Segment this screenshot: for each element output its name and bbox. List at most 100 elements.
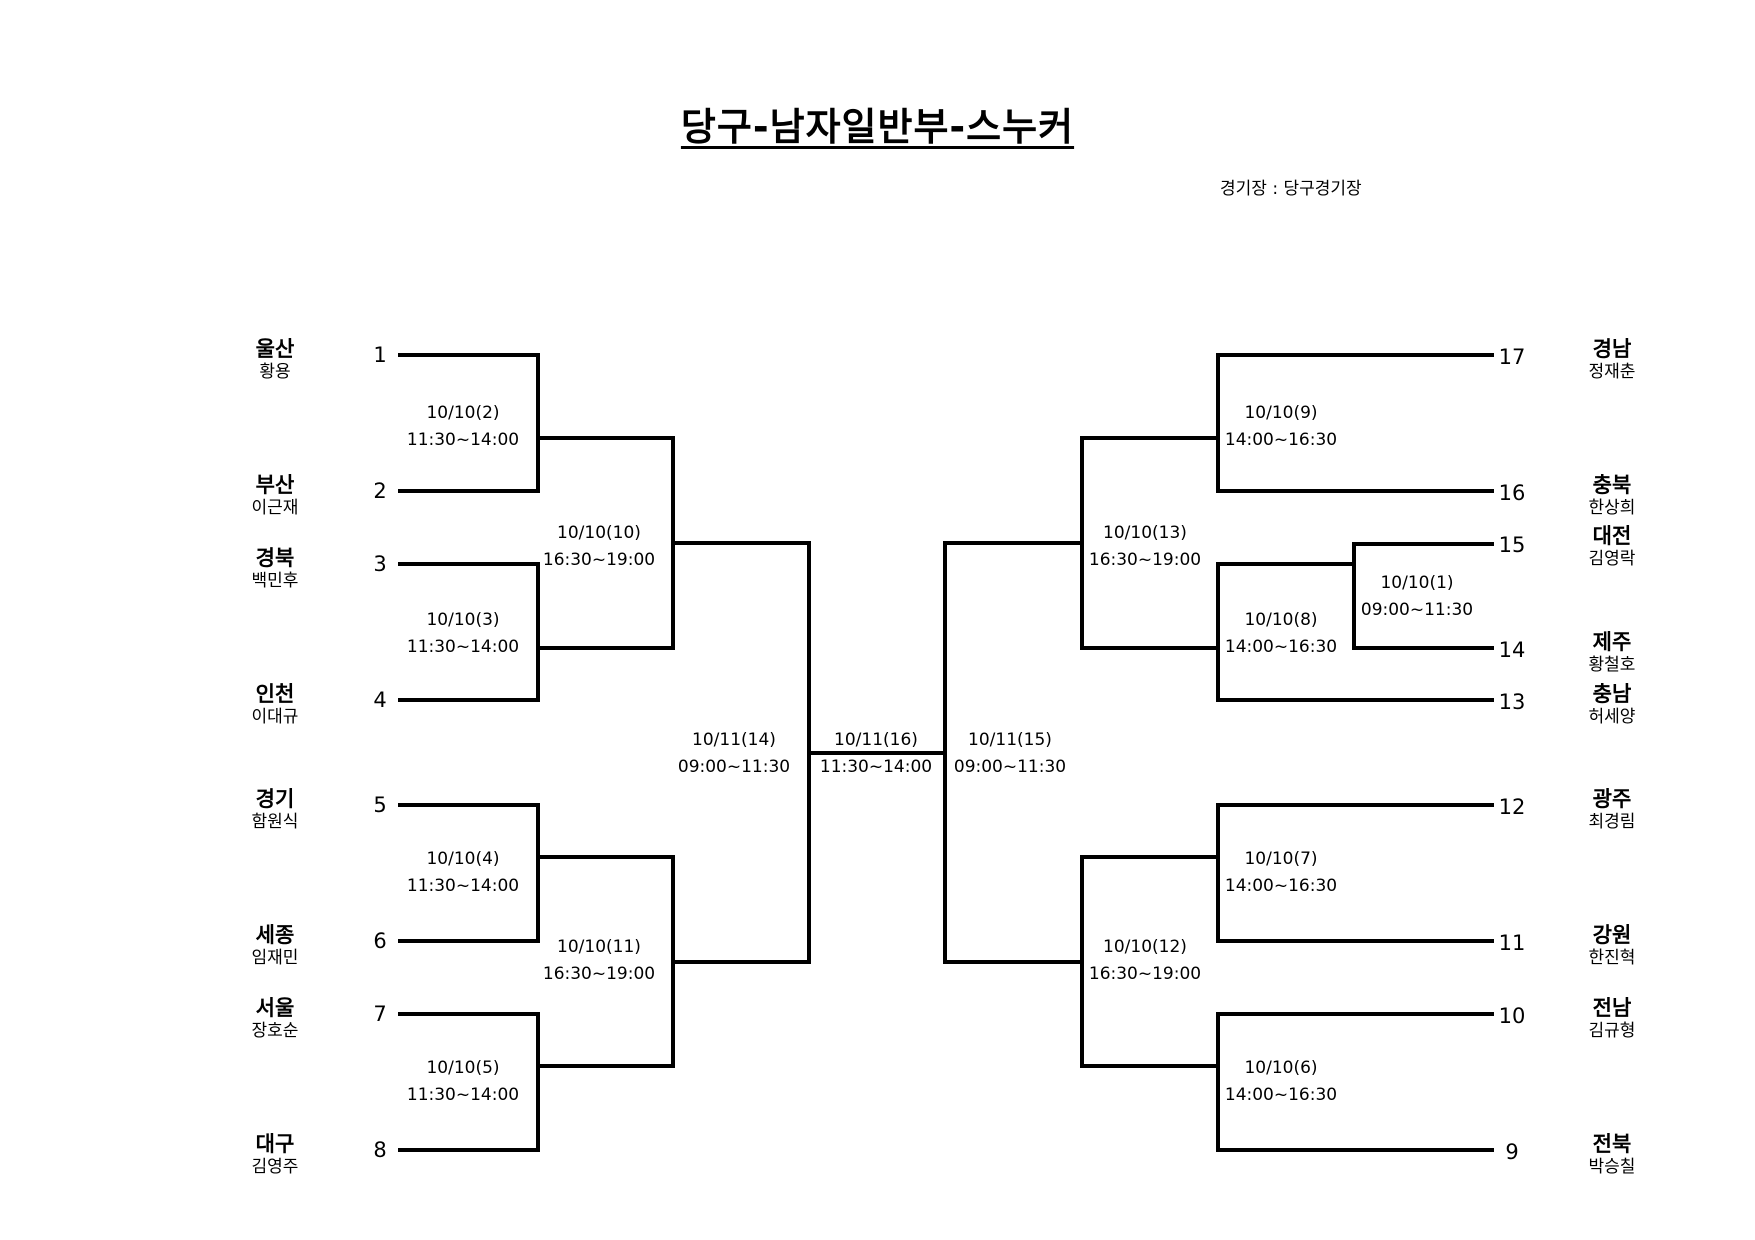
seed-number: 1 [373, 343, 387, 367]
team-player: 정재춘 [1588, 362, 1636, 382]
team-left-7: 서울 장호순 [220, 996, 330, 1042]
match-date: 10/10(2) [426, 403, 500, 423]
seed-number: 6 [373, 929, 387, 953]
seed-number: 13 [1498, 690, 1526, 714]
match-time: 16:30~19:00 [542, 964, 656, 984]
match-14: 10/11(14) 09:00~11:30 [664, 727, 804, 781]
team-left-5: 경기 함원식 [220, 787, 330, 833]
match-11: 10/10(11) 16:30~19:00 [529, 934, 669, 988]
team-right-14: 제주 황철호 [1557, 630, 1667, 676]
team-region: 인천 [255, 682, 295, 706]
match-15: 10/11(15) 09:00~11:30 [940, 727, 1080, 781]
match-time: 16:30~19:00 [1088, 964, 1202, 984]
match-time: 11:30~14:00 [406, 1085, 520, 1105]
match-date: 10/10(4) [426, 849, 500, 869]
team-player: 임재민 [251, 948, 299, 968]
match-date: 10/11(14) [692, 730, 776, 750]
seed-number: 15 [1498, 533, 1526, 557]
team-player: 허세양 [1588, 707, 1636, 727]
team-region: 경기 [255, 787, 295, 811]
team-player: 김영주 [251, 1157, 299, 1177]
match-7: 10/10(7) 14:00~16:30 [1211, 846, 1351, 900]
match-time: 14:00~16:30 [1224, 1085, 1338, 1105]
match-date: 10/10(10) [557, 523, 641, 543]
match-time: 09:00~11:30 [953, 757, 1067, 777]
team-player: 백민후 [251, 571, 299, 591]
match-date: 10/11(16) [834, 730, 918, 750]
seed-number: 7 [373, 1002, 387, 1026]
team-player: 한진혁 [1588, 948, 1636, 968]
match-date: 10/10(11) [557, 937, 641, 957]
match-16: 10/11(16) 11:30~14:00 [806, 727, 946, 781]
seed-number: 9 [1505, 1140, 1519, 1164]
team-region: 경남 [1592, 337, 1632, 361]
match-time: 16:30~19:00 [1088, 550, 1202, 570]
team-player: 김영락 [1588, 549, 1636, 569]
match-4: 10/10(4) 11:30~14:00 [393, 846, 533, 900]
match-10: 10/10(10) 16:30~19:00 [529, 520, 669, 574]
team-player: 이근재 [251, 498, 299, 518]
match-time: 09:00~11:30 [677, 757, 791, 777]
match-date: 10/10(6) [1244, 1058, 1318, 1078]
team-player: 한상희 [1588, 498, 1636, 518]
team-player: 함원식 [251, 812, 299, 832]
seed-number: 3 [373, 552, 387, 576]
team-left-1: 울산 황용 [220, 337, 330, 383]
seed-number: 12 [1498, 795, 1526, 819]
seed-number: 16 [1498, 481, 1526, 505]
team-right-9: 전북 박승칠 [1557, 1132, 1667, 1178]
team-right-15: 대전 김영락 [1557, 524, 1667, 570]
match-time: 09:00~11:30 [1360, 600, 1474, 620]
seed-number: 8 [373, 1138, 387, 1162]
team-region: 제주 [1592, 630, 1632, 654]
team-player: 이대규 [251, 707, 299, 727]
team-left-2: 부산 이근재 [220, 473, 330, 519]
team-player: 최경림 [1588, 812, 1636, 832]
seed-number: 2 [373, 479, 387, 503]
match-8: 10/10(8) 14:00~16:30 [1211, 607, 1351, 661]
team-region: 경북 [255, 546, 295, 570]
team-right-10: 전남 김규형 [1557, 996, 1667, 1042]
team-player: 장호순 [251, 1021, 299, 1041]
match-date: 10/11(15) [968, 730, 1052, 750]
team-region: 강원 [1592, 923, 1632, 947]
team-player: 황용 [259, 362, 291, 382]
team-region: 대구 [255, 1132, 295, 1156]
match-12: 10/10(12) 16:30~19:00 [1075, 934, 1215, 988]
match-time: 11:30~14:00 [406, 430, 520, 450]
match-date: 10/10(1) [1380, 573, 1454, 593]
seed-number: 4 [373, 688, 387, 712]
team-region: 전북 [1592, 1132, 1632, 1156]
match-5: 10/10(5) 11:30~14:00 [393, 1055, 533, 1109]
team-right-11: 강원 한진혁 [1557, 923, 1667, 969]
team-region: 서울 [255, 996, 295, 1020]
team-left-6: 세종 임재민 [220, 923, 330, 969]
team-player: 김규형 [1588, 1021, 1636, 1041]
team-region: 부산 [255, 473, 295, 497]
team-player: 황철호 [1588, 655, 1636, 675]
match-2: 10/10(2) 11:30~14:00 [393, 400, 533, 454]
match-date: 10/10(13) [1103, 523, 1187, 543]
match-time: 11:30~14:00 [406, 637, 520, 657]
match-date: 10/10(5) [426, 1058, 500, 1078]
venue-label: 경기장 : 당구경기장 [1220, 179, 1362, 199]
match-date: 10/10(8) [1244, 610, 1318, 630]
match-6: 10/10(6) 14:00~16:30 [1211, 1055, 1351, 1109]
team-right-13: 충남 허세양 [1557, 682, 1667, 728]
match-date: 10/10(3) [426, 610, 500, 630]
team-region: 울산 [255, 337, 295, 361]
seed-number: 17 [1498, 345, 1526, 369]
team-region: 세종 [255, 923, 295, 947]
team-left-3: 경북 백민후 [220, 546, 330, 592]
match-3: 10/10(3) 11:30~14:00 [393, 607, 533, 661]
team-right-12: 광주 최경림 [1557, 787, 1667, 833]
match-9: 10/10(9) 14:00~16:30 [1211, 400, 1351, 454]
seed-number: 5 [373, 793, 387, 817]
seed-number: 10 [1498, 1004, 1526, 1028]
seed-number: 11 [1498, 931, 1526, 955]
team-left-8: 대구 김영주 [220, 1132, 330, 1178]
match-1: 10/10(1) 09:00~11:30 [1347, 570, 1487, 624]
match-time: 14:00~16:30 [1224, 637, 1338, 657]
match-time: 14:00~16:30 [1224, 430, 1338, 450]
